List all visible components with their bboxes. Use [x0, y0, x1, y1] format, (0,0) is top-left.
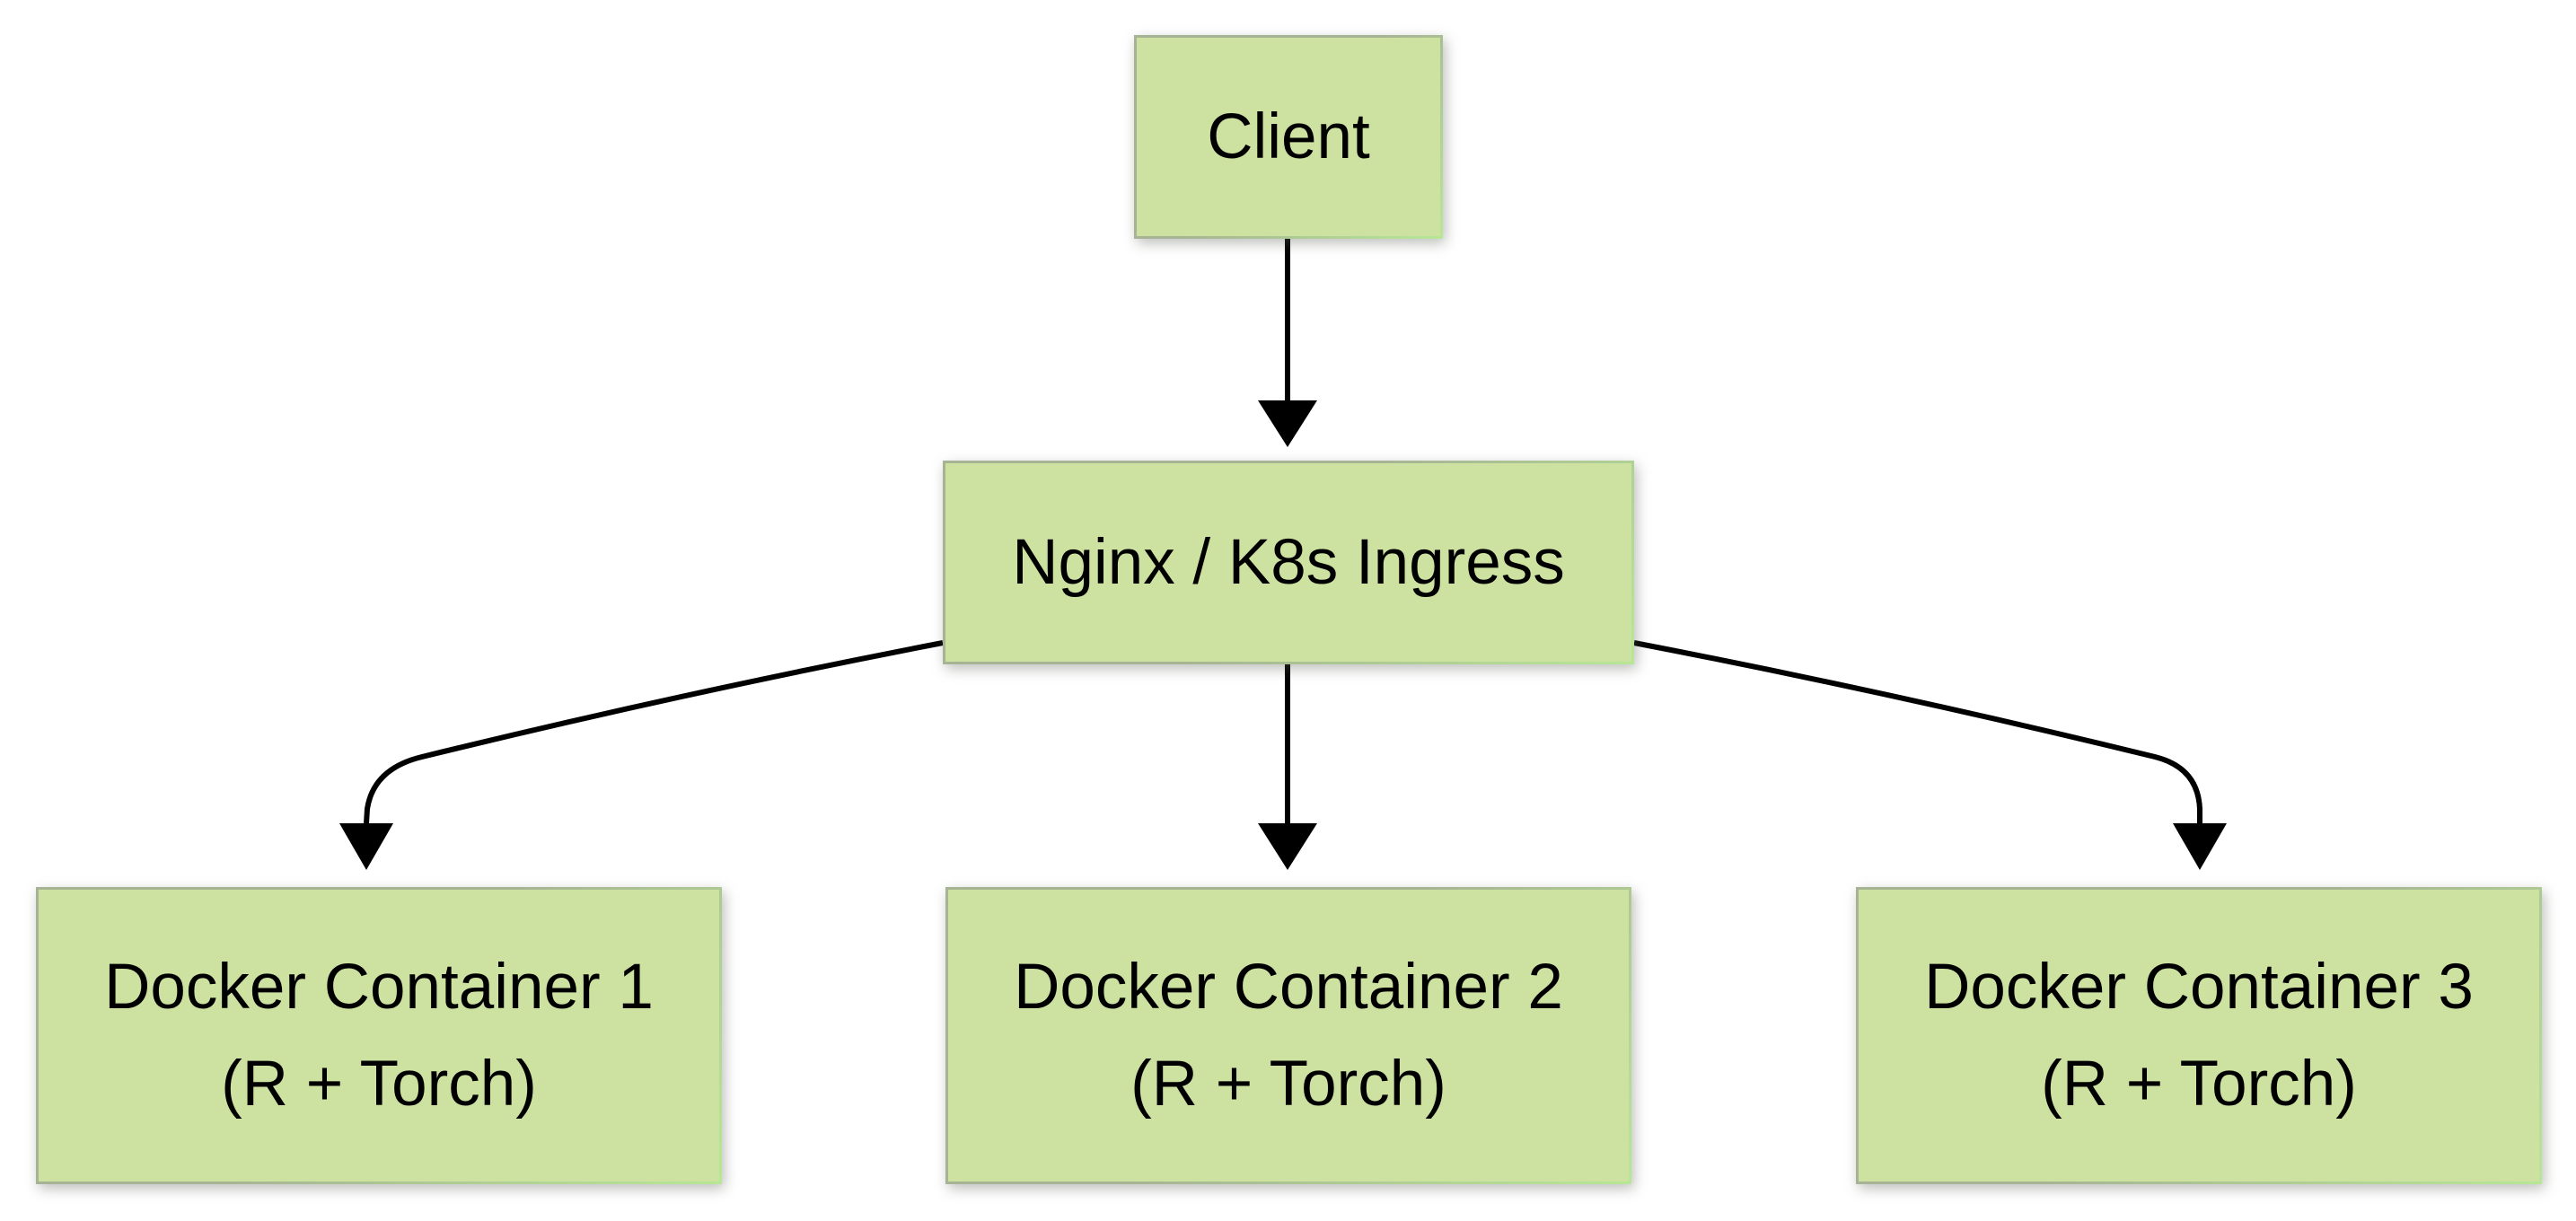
node-docker-container-3: Docker Container 3 (R + Torch): [1856, 887, 2542, 1184]
edge-ingress-to-docker2: [1258, 664, 1317, 870]
node-docker-container-1: Docker Container 1 (R + Torch): [36, 887, 722, 1184]
node-docker-container-2: Docker Container 2 (R + Torch): [945, 887, 1631, 1184]
node-docker-container-1-label-line2: (R + Torch): [221, 1048, 537, 1120]
node-docker-container-2-label-line1: Docker Container 2: [1014, 951, 1563, 1023]
edge-ingress-to-docker3-line: [1633, 640, 2202, 823]
edge-client-to-ingress-arrowhead: [1258, 400, 1317, 447]
node-nginx-k8s-ingress-label: Nginx / K8s Ingress: [1012, 526, 1565, 598]
node-docker-container-1-label-line1: Docker Container 1: [104, 951, 654, 1023]
node-docker-container-3-label-line2: (R + Torch): [2041, 1048, 2357, 1120]
edge-ingress-to-docker2-arrowhead: [1258, 823, 1317, 870]
edge-ingress-to-docker3: [1633, 640, 2227, 870]
edge-client-to-ingress: [1258, 239, 1317, 447]
node-docker-container-2-label-line2: (R + Torch): [1130, 1048, 1446, 1120]
edge-ingress-to-docker1-line: [364, 640, 944, 824]
node-docker-container-3-label-line1: Docker Container 3: [1924, 951, 2474, 1023]
edge-ingress-to-docker3-arrowhead: [2173, 823, 2227, 870]
node-client: Client: [1134, 35, 1443, 239]
node-client-label: Client: [1207, 101, 1370, 172]
node-nginx-k8s-ingress: Nginx / K8s Ingress: [943, 461, 1634, 664]
edge-ingress-to-docker1-arrowhead: [339, 823, 393, 870]
edge-ingress-to-docker1: [339, 640, 944, 870]
